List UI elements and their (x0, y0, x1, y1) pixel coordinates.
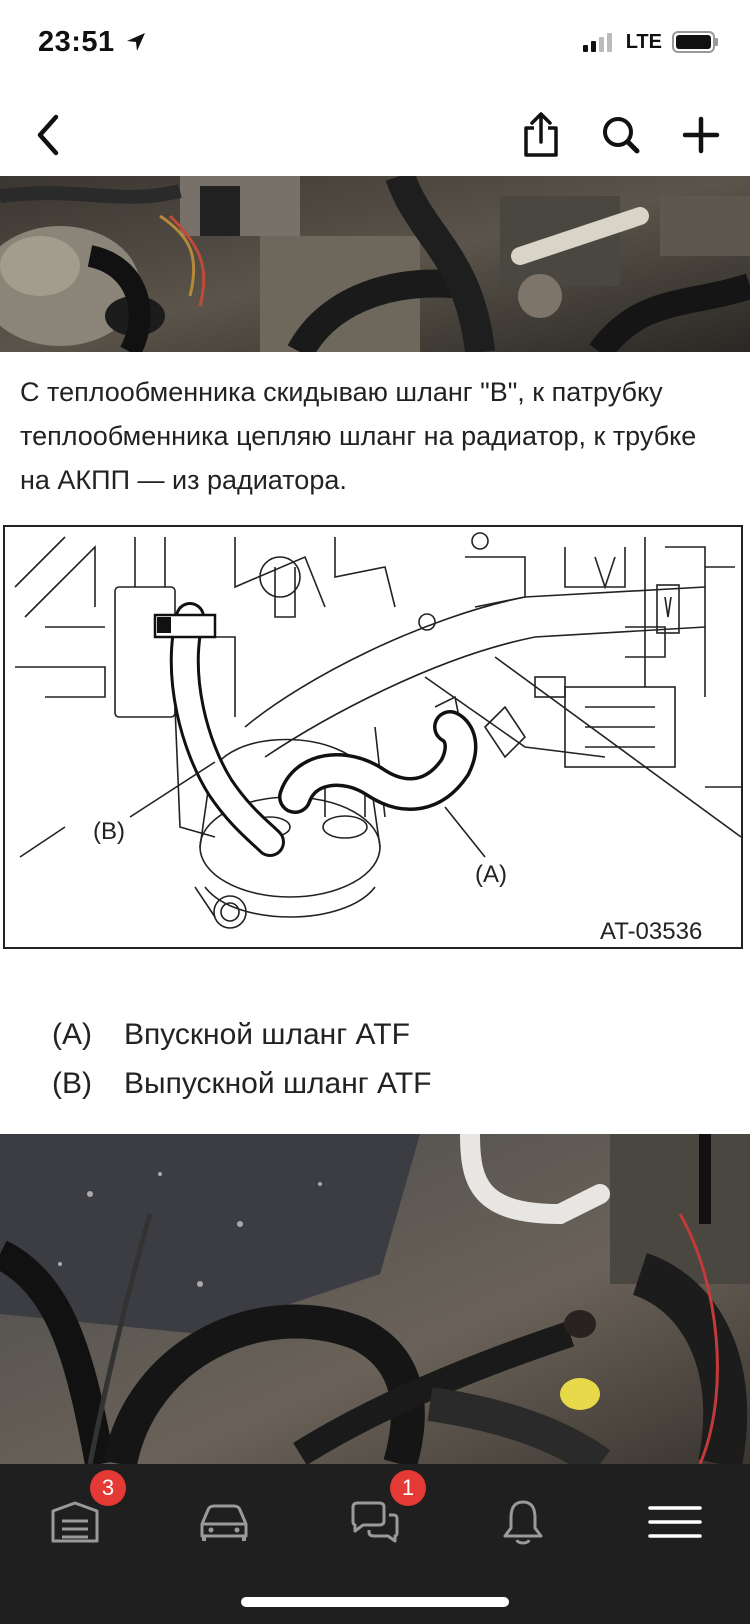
battery-icon (672, 31, 718, 53)
nav-bar (0, 92, 750, 176)
tab-messages[interactable]: 1 (340, 1470, 426, 1552)
network-type: LTE (625, 30, 662, 53)
atf-hose-diagram: (B) (A) AT-03536 (3, 525, 743, 949)
search-icon (603, 117, 640, 154)
share-icon (524, 112, 558, 157)
search-button[interactable] (596, 110, 646, 160)
diagram-label-b: (B) (93, 818, 125, 845)
menu-icon (648, 1506, 702, 1538)
tab-menu[interactable] (640, 1492, 710, 1552)
back-chevron-icon (37, 114, 59, 156)
diagram-legend: (A) Впускной шланг ATF (B) Выпускной шла… (52, 1010, 432, 1108)
legend-item: (B) Выпускной шланг ATF (52, 1059, 432, 1108)
messages-badge: 1 (390, 1470, 426, 1506)
tab-cars[interactable] (189, 1492, 259, 1552)
garage-badge: 3 (90, 1470, 126, 1506)
legend-key: (A) (52, 1017, 92, 1051)
cellular-signal-icon (582, 33, 612, 52)
diagram-code: AT-03536 (600, 918, 702, 945)
location-arrow-icon (127, 33, 146, 51)
add-button[interactable] (676, 110, 726, 160)
bell-icon (503, 1500, 543, 1545)
status-time: 23:51 (38, 26, 115, 58)
engine-bay-photo-top (0, 176, 750, 352)
diagram-label-a: (A) (475, 861, 507, 888)
post-body-text: С теплообменника скидываю шланг "B", к п… (20, 377, 697, 495)
tab-notifications[interactable] (488, 1492, 558, 1552)
legend-text: Впускной шланг ATF (124, 1017, 410, 1051)
legend-text: Выпускной шланг ATF (124, 1066, 432, 1100)
engine-bay-photo-bottom (0, 1134, 750, 1464)
garage-icon (51, 1501, 99, 1543)
back-button[interactable] (22, 110, 72, 160)
share-button[interactable] (516, 110, 566, 160)
chat-icon (351, 1501, 399, 1543)
car-icon (200, 1504, 248, 1541)
plus-icon (682, 116, 720, 154)
bottom-tab-bar: 3 1 (0, 1464, 750, 1624)
legend-key: (B) (52, 1066, 92, 1100)
home-indicator[interactable] (241, 1597, 509, 1607)
status-bar: 23:51 LTE (0, 0, 750, 92)
legend-item: (A) Впускной шланг ATF (52, 1010, 432, 1059)
tab-garage[interactable]: 3 (40, 1470, 126, 1552)
